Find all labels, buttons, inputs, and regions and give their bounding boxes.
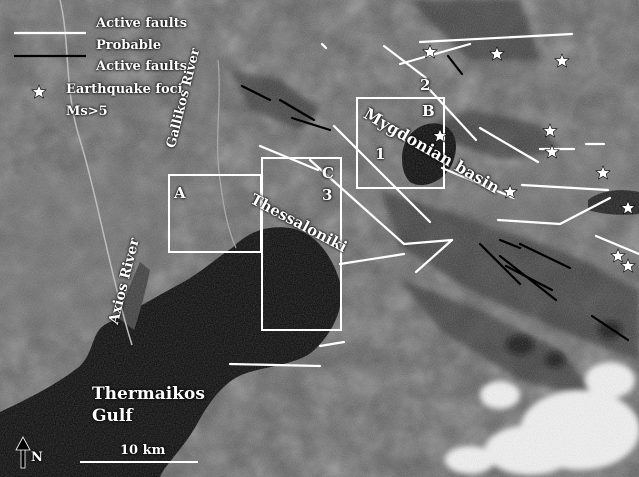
- box-a-label: A: [174, 184, 186, 202]
- thermaikos-gulf-label-line2: Gulf: [92, 406, 133, 426]
- north-label: N: [31, 450, 43, 465]
- active-faults: [228, 32, 639, 368]
- box-c-label: C: [322, 164, 334, 182]
- box-b-label: B: [422, 102, 435, 120]
- legend-earthquake-label: Earthquake foci: [66, 82, 183, 97]
- legend-probable-label: Probable: [96, 38, 162, 53]
- box-b: [356, 97, 445, 189]
- marker-1: 1: [375, 145, 386, 163]
- north-arrow-icon: [15, 436, 31, 469]
- legend-magnitude-label: Ms>5: [66, 104, 108, 119]
- study-boxes: [168, 97, 445, 331]
- legend-probable-active-label: Active faults: [96, 59, 188, 74]
- thermaikos-gulf-label-line1: Thermaikos: [92, 384, 205, 404]
- box-c: [261, 157, 342, 331]
- probable-faults: [240, 54, 630, 342]
- marker-2: 2: [420, 76, 431, 94]
- marker-3: 3: [322, 186, 333, 204]
- scale-label: 10 km: [120, 443, 166, 458]
- legend-active-faults-label: Active faults: [96, 16, 188, 31]
